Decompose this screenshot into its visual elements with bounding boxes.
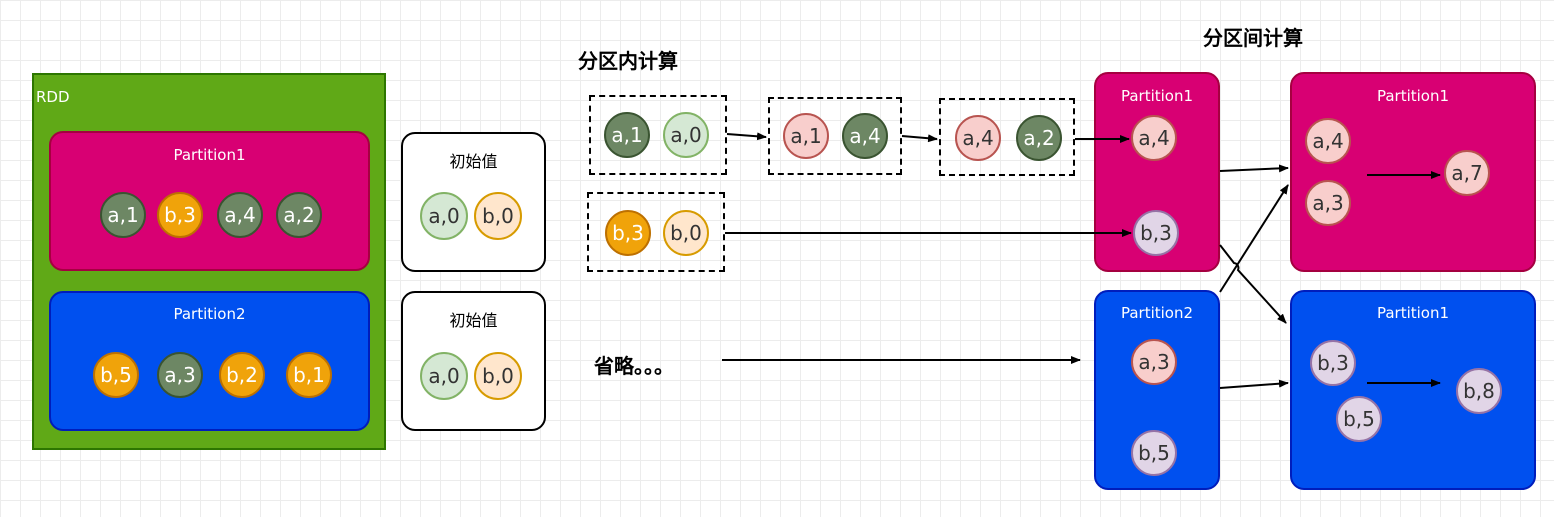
initial-value-title: 初始值 (449, 152, 498, 171)
result-partition1: Partition1 (1094, 72, 1220, 272)
step-box-3 (939, 98, 1075, 176)
initial-value-item: a,0 (420, 352, 468, 400)
arrow-p2-final-a (1219, 184, 1289, 293)
initial-value-item: b,0 (474, 352, 522, 400)
arrow-p1-final-a (1219, 164, 1289, 173)
step-item: b,0 (663, 210, 709, 256)
final-input-item: a,3 (1305, 180, 1351, 226)
initial-value-title: 初始值 (449, 311, 498, 330)
initial-value-item: a,0 (420, 192, 468, 240)
final-output-item: b,8 (1456, 368, 1502, 414)
rdd-p1-item: a,1 (100, 192, 146, 238)
step-item: a,4 (842, 113, 888, 159)
arrow-p2-final-b (1219, 379, 1289, 389)
step-item: a,2 (1016, 115, 1062, 161)
final-input-item: b,3 (1310, 340, 1356, 386)
between-partition-heading: 分区间计算 (1203, 26, 1303, 50)
final-input-item: a,4 (1305, 118, 1351, 164)
result-item: a,3 (1131, 339, 1177, 385)
rdd-label: RDD (36, 88, 70, 106)
final-partition-b-title: Partition1 (1376, 304, 1450, 322)
step-box-2 (768, 97, 902, 175)
rdd-p2-item: b,2 (219, 352, 265, 398)
final-input-item: b,5 (1336, 396, 1382, 442)
result-partition1-title: Partition1 (1120, 87, 1194, 105)
step-box-b (587, 192, 725, 272)
step-box-1 (589, 95, 727, 175)
result-partition2-title: Partition2 (1120, 304, 1194, 322)
step-item: a,4 (955, 115, 1001, 161)
rdd-partition2-title: Partition2 (173, 305, 246, 323)
within-partition-heading: 分区内计算 (578, 49, 678, 73)
initial-value-item: b,0 (474, 192, 522, 240)
rdd-p1-item: a,4 (217, 192, 263, 238)
omitted-label: 省略。。。 (594, 354, 674, 378)
rdd-partition1-title: Partition1 (173, 146, 246, 164)
step-item: a,1 (783, 113, 829, 159)
step-item: a,0 (663, 112, 709, 158)
final-output-item: a,7 (1444, 150, 1490, 196)
arrow-p1-final-b (1219, 244, 1287, 324)
step-item: a,1 (604, 112, 650, 158)
result-item: b,3 (1133, 210, 1179, 256)
rdd-p1-item: b,3 (157, 192, 203, 238)
arrow-step2-step3 (901, 134, 938, 143)
arrow-step1-step2 (726, 132, 767, 141)
step-item: b,3 (605, 210, 651, 256)
rdd-p2-item: a,3 (157, 352, 203, 398)
final-partition-a-title: Partition1 (1376, 87, 1450, 105)
result-item: b,5 (1131, 430, 1177, 476)
result-item: a,4 (1131, 115, 1177, 161)
rdd-p2-item: b,1 (286, 352, 332, 398)
rdd-p1-item: a,2 (276, 192, 322, 238)
rdd-p2-item: b,5 (93, 352, 139, 398)
final-partition-a: Partition1 (1290, 72, 1536, 272)
